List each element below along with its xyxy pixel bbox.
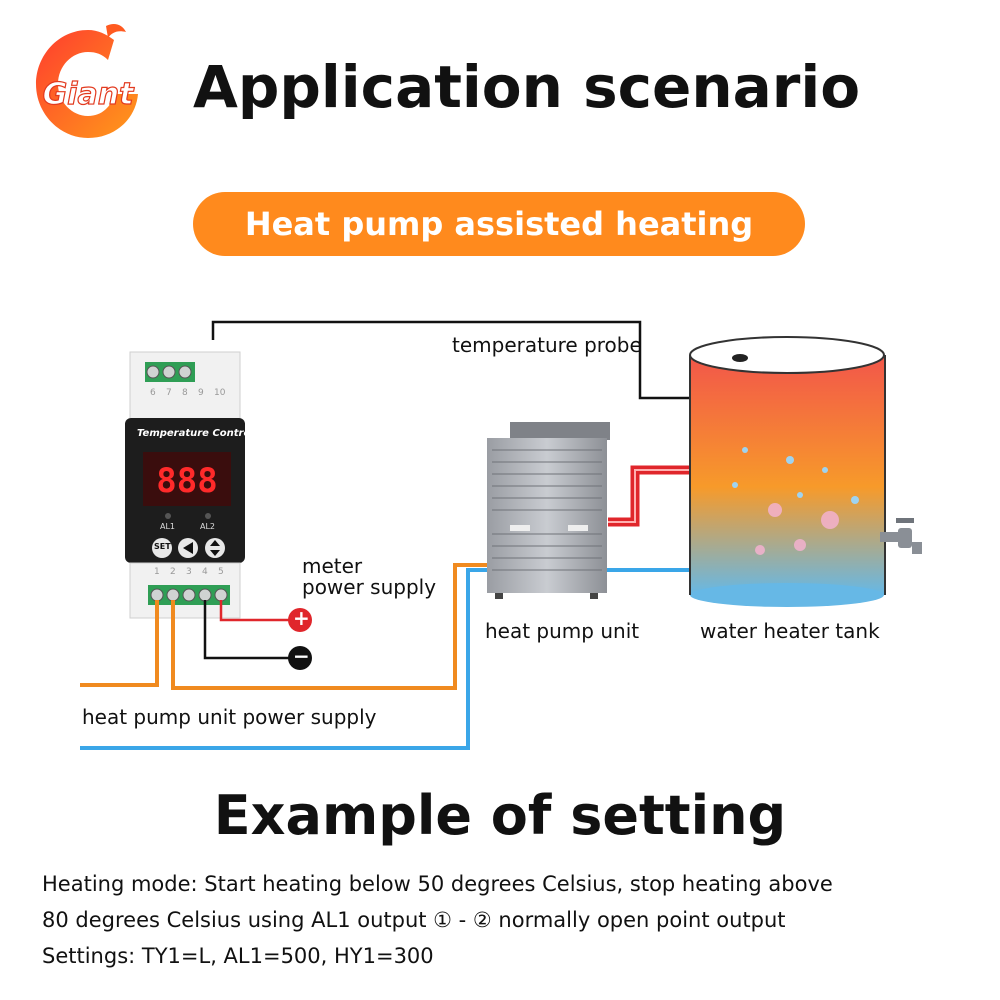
bottom-terminal-2: 2 — [170, 567, 176, 577]
power-wire-2 — [171, 563, 495, 690]
power-supply-label: power supply — [302, 575, 437, 599]
power-wire-1 — [80, 600, 159, 687]
meter-label: meter — [302, 554, 363, 578]
page-title: Application scenario — [193, 53, 861, 121]
meter-positive-wire — [219, 600, 290, 622]
wiring-diagram: 888 — [0, 300, 1000, 770]
controller-display: 888 — [156, 461, 217, 501]
scenario-label: Heat pump assisted heating — [244, 205, 754, 243]
probe-wire — [211, 320, 695, 400]
setting-title: Example of setting — [213, 784, 787, 847]
giant-logo: Giant — [36, 24, 138, 138]
indicator-al1: AL1 — [160, 522, 176, 531]
bottom-terminal-5: 5 — [218, 567, 224, 577]
plus-terminal-icon — [288, 608, 312, 632]
top-terminal-9: 9 — [198, 388, 204, 398]
wiring-diagram-graphic: 888 — [80, 320, 922, 750]
meter-negative-wire — [203, 600, 290, 660]
logo-text: Giant — [43, 77, 136, 112]
heat-pump-unit-label: heat pump unit — [485, 619, 640, 643]
plus-symbol: + — [293, 606, 310, 630]
top-terminal-8: 8 — [182, 388, 188, 398]
top-terminal-7: 7 — [166, 388, 172, 398]
setting-line-1: Heating mode: Start heating below 50 deg… — [42, 872, 833, 896]
heat-pump-power-label: heat pump unit power supply — [82, 705, 377, 729]
setting-line-3: Settings: TY1=L, AL1=500, HY1=300 — [42, 944, 434, 968]
set-button: SET — [154, 542, 171, 551]
top-terminal-10: 10 — [214, 388, 226, 398]
logo-swirl-icon — [36, 30, 138, 138]
controller-title: Temperature Controller — [137, 428, 269, 439]
setting-line-2: 80 degrees Celsius using AL1 output ① - … — [42, 908, 786, 932]
water-faucet-icon — [880, 518, 922, 554]
hot-water-pipe — [608, 465, 700, 527]
water-heater-tank — [689, 336, 886, 607]
left-arrow-icon — [183, 542, 193, 554]
heat-pump-unit — [487, 422, 610, 599]
bottom-terminal-4: 4 — [202, 567, 208, 577]
water-heater-tank-label: water heater tank — [700, 619, 880, 643]
temperature-probe-label: temperature probe — [452, 333, 642, 357]
indicator-al2: AL2 — [200, 522, 216, 531]
bottom-terminal-3: 3 — [186, 567, 192, 577]
temperature-controller: 888 — [125, 351, 245, 619]
minus-symbol: − — [293, 644, 310, 668]
scenario-pill: Heat pump assisted heating — [193, 192, 805, 256]
up-down-arrow-icon — [210, 540, 220, 556]
top-terminal-6: 6 — [150, 388, 156, 398]
minus-terminal-icon — [288, 646, 312, 670]
bottom-terminal-1: 1 — [154, 567, 160, 577]
setting-description: Heating mode: Start heating below 50 deg… — [42, 866, 972, 974]
